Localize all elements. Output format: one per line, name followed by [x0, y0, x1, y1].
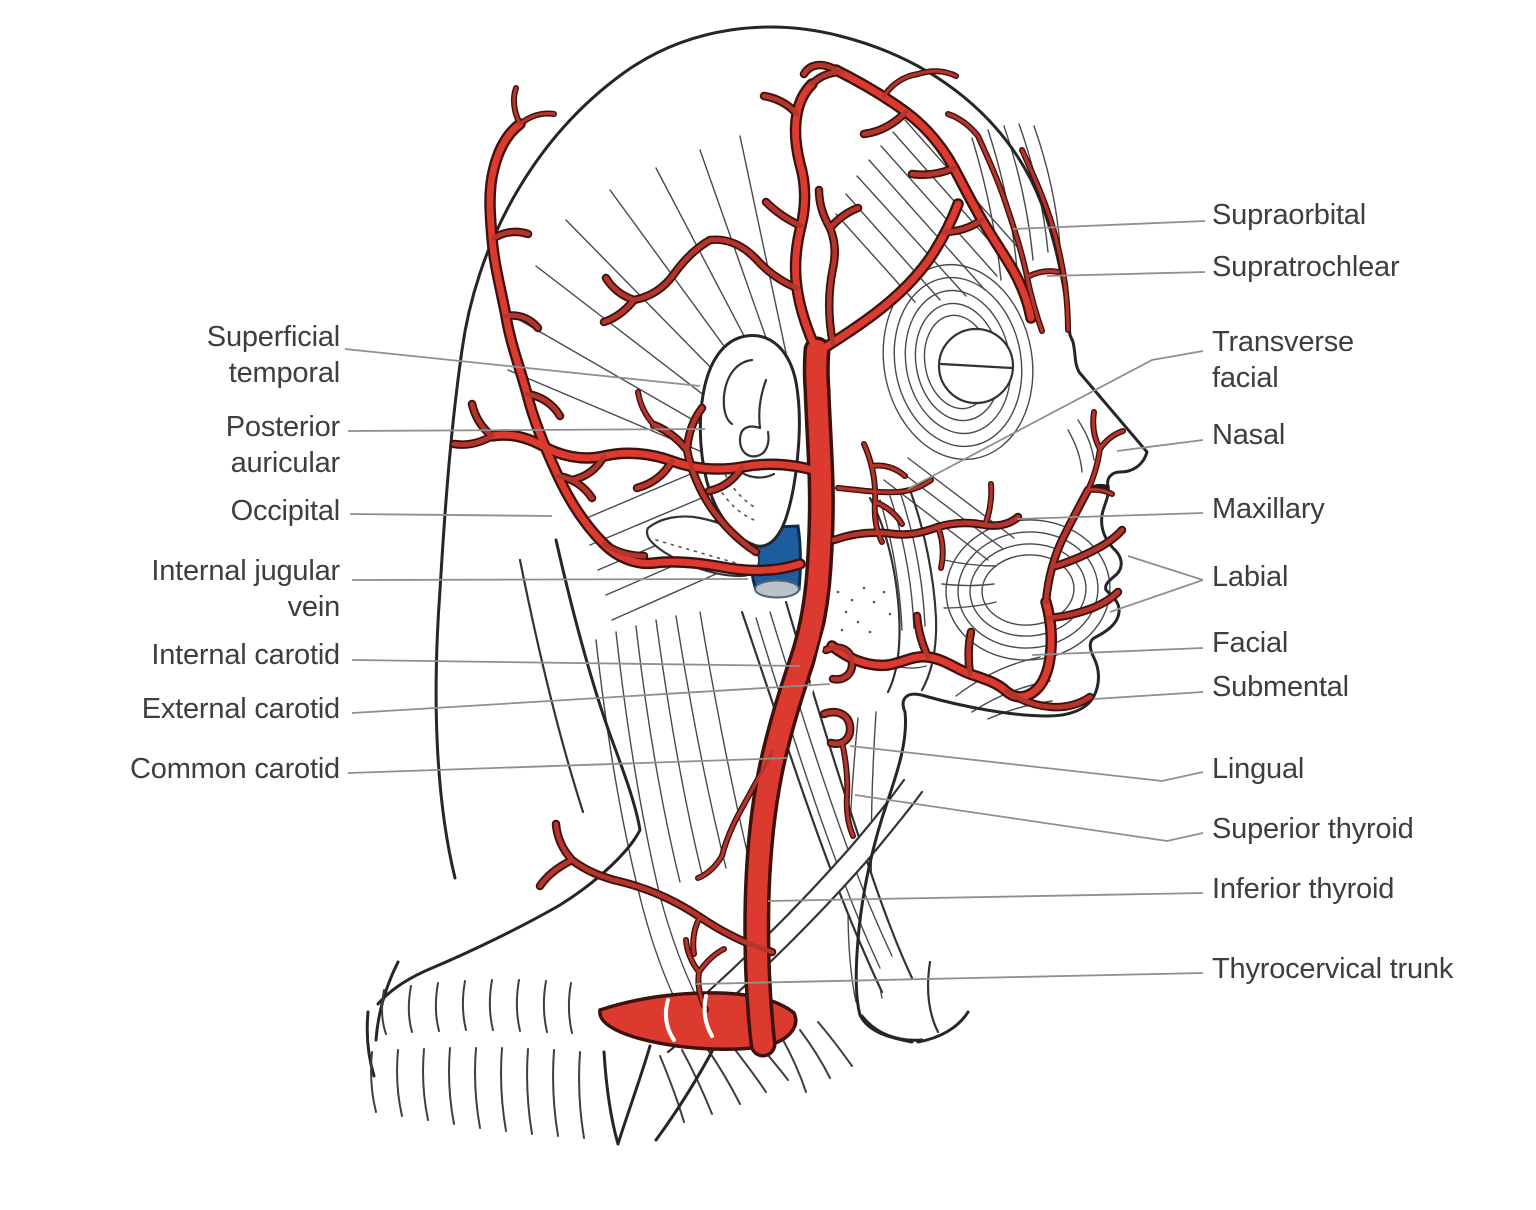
leader-line-lingual: [849, 745, 1204, 782]
neck-back-outline: [376, 538, 642, 1006]
leader-line-submental: [1093, 691, 1204, 700]
leader-line-maxillary: [1016, 512, 1204, 520]
leader-line-inferior-thyroid: [767, 892, 1204, 902]
anatomy-label-transverse-facial: Transverse facial: [1212, 326, 1354, 394]
anatomy-label-common-carotid: Common carotid: [130, 753, 340, 786]
leader-line-superficial-temporal: [344, 348, 701, 387]
leader-line-occipital: [349, 513, 553, 517]
parotid-stipple: [836, 586, 892, 634]
anatomy-label-lingual: Lingual: [1212, 753, 1305, 786]
leader-line-internal-jugular-vein: [351, 578, 749, 581]
anatomy-label-posterior-auricular: Posterior auricular: [225, 411, 340, 479]
leader-line-posterior-auricular: [347, 428, 706, 432]
ear: [698, 334, 801, 548]
leader-line-transverse-facial: [907, 350, 1204, 490]
anatomy-label-superior-thyroid: Superior thyroid: [1212, 813, 1414, 846]
anatomy-label-submental: Submental: [1212, 671, 1349, 704]
anatomy-label-facial: Facial: [1212, 627, 1289, 660]
mouth-muscle-rings: [945, 519, 1111, 661]
leader-line-labial: [1109, 579, 1204, 613]
anatomy-label-maxillary: Maxillary: [1212, 493, 1325, 526]
anatomy-label-supratrochlear: Supratrochlear: [1212, 251, 1400, 284]
leader-lines: [344, 220, 1206, 985]
eye: [937, 327, 1015, 405]
anatomy-label-labial: Labial: [1212, 561, 1289, 594]
leader-line-superior-thyroid: [854, 794, 1204, 842]
leader-line-labial: [1127, 555, 1204, 581]
head-outline: [365, 25, 1149, 1078]
artery-tree: [454, 65, 1123, 1049]
anatomy-label-internal-carotid: Internal carotid: [151, 639, 340, 672]
carotid-bifurcation-slit: [806, 624, 829, 706]
leader-line-facial: [1031, 647, 1204, 656]
leader-line-thyrocervical-trunk: [695, 972, 1204, 985]
leader-line-supraorbital: [1012, 220, 1206, 230]
anatomy-label-supraorbital: Supraorbital: [1212, 199, 1366, 232]
anatomy-label-internal-jugular-vein: Internal jugular vein: [151, 555, 340, 623]
anatomy-label-external-carotid: External carotid: [141, 693, 340, 726]
leader-line-common-carotid: [347, 757, 789, 774]
anatomy-label-superficial-temporal: Superficial temporal: [206, 321, 340, 389]
anatomy-label-nasal: Nasal: [1212, 419, 1286, 452]
vein-cut-cap: [754, 579, 800, 599]
leader-line-external-carotid: [351, 683, 831, 714]
shoulder-hatching: [370, 979, 853, 1146]
anatomy-label-occipital: Occipital: [230, 495, 341, 528]
anatomy-label-inferior-thyroid: Inferior thyroid: [1212, 873, 1395, 906]
anatomy-label-thyrocervical-trunk: Thyrocervical trunk: [1212, 953, 1454, 986]
leader-line-internal-carotid: [351, 659, 801, 667]
leader-line-nasal: [1116, 439, 1204, 452]
leader-line-supratrochlear: [1046, 271, 1206, 277]
